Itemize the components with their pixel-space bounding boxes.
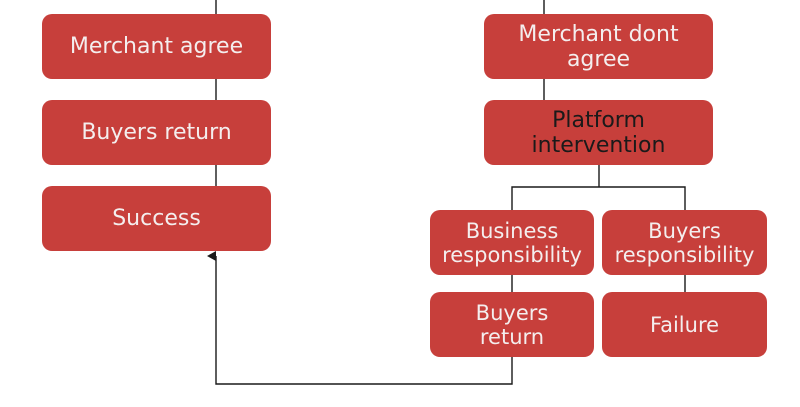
business-responsibility-label: Business responsibility — [442, 218, 582, 267]
merchant-dont-agree-label: Merchant dont agree — [518, 21, 679, 72]
business-responsibility-box: Business responsibility — [430, 210, 594, 275]
merchant-dont-agree-box: Merchant dont agree — [484, 14, 713, 79]
platform-intervention-label: Platform intervention — [531, 107, 666, 158]
buyers-return-left-label: Buyers return — [81, 120, 232, 145]
platform-intervention-box: Platform intervention — [484, 100, 713, 165]
success-box: Success — [42, 186, 271, 251]
buyers-responsibility-label: Buyers responsibility — [614, 218, 755, 267]
failure-label: Failure — [649, 312, 720, 337]
merchant-agree-label: Merchant agree — [69, 34, 244, 59]
failure-box: Failure — [602, 292, 767, 357]
buyers-return-left-box: Buyers return — [42, 100, 271, 165]
success-label: Success — [112, 206, 201, 231]
buyers-return-right-label: Buyers return — [475, 300, 549, 349]
buyers-responsibility-box: Buyers responsibility — [602, 210, 767, 275]
return-arrow — [207, 251, 513, 385]
buyers-return-right-box: Buyers return — [430, 292, 594, 357]
merchant-agree-box: Merchant agree — [42, 14, 271, 79]
connector-split-bar — [511, 186, 686, 210]
